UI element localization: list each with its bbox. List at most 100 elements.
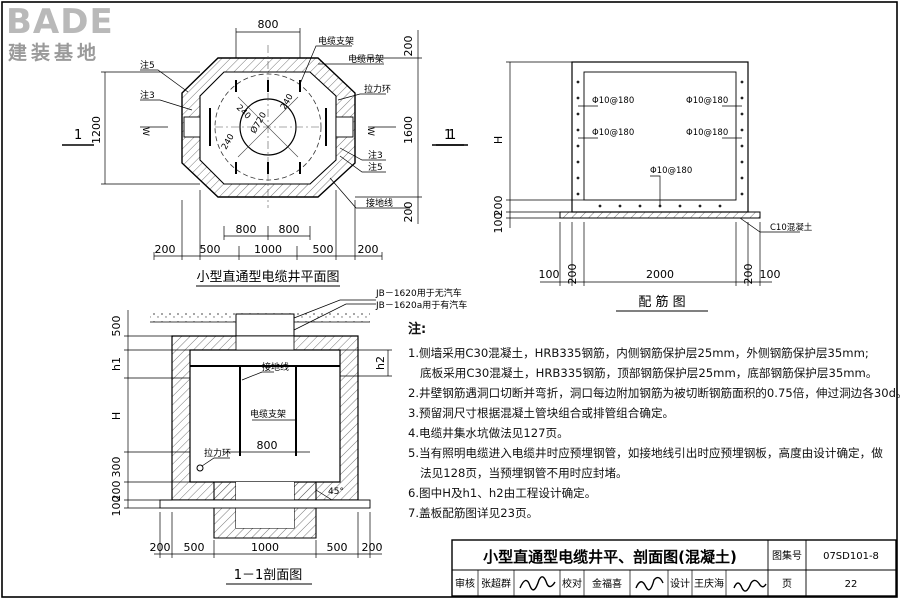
notes-list: 1.侧墙采用C30混凝土，HRB335钢筋，内侧钢筋保护层25mm，外侧钢筋保护… xyxy=(404,343,900,523)
section-dimension-lines xyxy=(124,310,392,558)
rebar-bottom-dim-2: 200 xyxy=(566,264,579,285)
title-block-check-label: 校对 xyxy=(562,577,582,590)
plan-inner-dim-right: 800 xyxy=(279,223,300,236)
plan-bottom-right-dim: 200 xyxy=(402,202,415,223)
section-label-pulling-ring: 拉力环 xyxy=(204,447,231,459)
title-block-design-label: 设计 xyxy=(670,577,690,590)
plan-label-cable-bracket: 电缆支架 xyxy=(318,35,354,47)
note-line: 6.图中H及h1、h2由工程设计确定。 xyxy=(408,486,597,500)
rebar-bottom-dim-3: 2000 xyxy=(646,268,674,281)
rebar-bar-label-1: Φ10@180 xyxy=(592,96,634,106)
section-view: JB－1620用于无汽车 JB－1620a用于有汽车 接地线 电缆支架 拉力环 … xyxy=(110,287,467,585)
rebar-h-label: H xyxy=(492,136,505,144)
plan-left-dim: 1200 xyxy=(90,116,103,144)
section-bottom-dim-2: 500 xyxy=(184,541,205,554)
title-block-atlas-label: 图集号 xyxy=(772,549,802,562)
rebar-bar-label-5: Φ10@180 xyxy=(650,166,692,176)
rebar-dimension-lines xyxy=(506,61,772,286)
notes-panel: 注: 1.侧墙采用C30混凝土，HRB335钢筋，内侧钢筋保护层25mm，外侧钢… xyxy=(404,318,900,523)
plan-brackets xyxy=(209,80,327,174)
plan-view: 800 200 1200 1600 200 800 800 200 500 10… xyxy=(62,18,464,287)
plan-top-right-dim: 200 xyxy=(402,36,415,57)
rebar-c10-label: C10混凝土 xyxy=(770,222,813,233)
rebar-bar-label-3: Φ10@180 xyxy=(686,96,728,106)
section-neck xyxy=(235,313,295,337)
designer-signature xyxy=(733,579,767,592)
title-block-checker: 金福喜 xyxy=(592,577,622,590)
rebar-dots xyxy=(576,80,744,208)
section-cover-b: JB－1620a用于有汽车 xyxy=(375,299,467,311)
plan-label-cable-hook: 电缆吊架 xyxy=(348,53,384,65)
plan-label-pulling-ring: 拉力环 xyxy=(364,83,391,95)
rebar-bottom-dim-5: 100 xyxy=(760,268,781,281)
note-line: 底板采用C30混凝土，HRB335钢筋，顶部钢筋保护层25mm，底部钢筋保护层3… xyxy=(420,366,878,380)
plan-bottom-dim-1: 200 xyxy=(155,243,176,256)
section-left-dim-h1: h1 xyxy=(110,357,123,371)
title-block-review-label: 审核 xyxy=(455,577,475,590)
plan-dimension-lines xyxy=(101,28,422,260)
rebar-view: Φ10@180 Φ10@180 Φ10@180 Φ10@180 Φ10@180 … xyxy=(436,61,813,312)
section-bottom-dim-4: 500 xyxy=(327,541,348,554)
bade-logo: BADE 建装基地 xyxy=(6,4,136,68)
section-left-dim-h: H xyxy=(110,412,123,420)
section-left-dim-300: 300 xyxy=(110,457,123,478)
plan-title: 小型直通型电缆井平面图 xyxy=(196,269,339,285)
section-base-c10 xyxy=(159,499,371,509)
plan-bottom-dim-5: 200 xyxy=(358,243,379,256)
note-line: 2.井壁钢筋遇洞口切断并弯折，洞口每边附加钢筋为被切断钢筋面积的0.75倍，伸过… xyxy=(408,386,900,400)
plan-top-dim: 800 xyxy=(258,18,279,31)
plan-section-mark-right: 1 xyxy=(444,128,452,143)
plan-diagonal-b xyxy=(237,96,299,158)
plan-label-note3-b: 注3 xyxy=(368,149,383,161)
title-block-page-label: 页 xyxy=(782,578,792,590)
title-block-atlas-no: 07SD101-8 xyxy=(823,551,879,562)
title-block-designer: 王庆海 xyxy=(694,577,724,590)
plan-label-note5-b: 注5 xyxy=(368,161,383,173)
note-line: 7.盖板配筋图详见23页。 xyxy=(408,506,539,520)
rebar-base xyxy=(559,211,761,219)
section-left-dim-100: 100 xyxy=(110,496,123,517)
section-brackets xyxy=(239,366,297,456)
title-block-page-no: 22 xyxy=(845,579,858,590)
section-left-dim-500: 500 xyxy=(110,316,123,337)
title-block-reviewer: 张超群 xyxy=(481,577,511,590)
rebar-bar-label-2: Φ10@180 xyxy=(592,128,634,138)
rebar-bar-label-4: Φ10@180 xyxy=(686,128,728,138)
note-line: 5.当有照明电缆进入电缆井时应预埋钢管，如接地线引出时应预埋钢板，高度由设计确定… xyxy=(408,446,883,460)
rebar-bottom-dim-1: 100 xyxy=(539,268,560,281)
section-leaders xyxy=(201,299,376,467)
section-label-cable-bracket: 电缆支架 xyxy=(250,408,286,420)
plan-label-note5-a: 注5 xyxy=(140,59,155,71)
section-angle-label: 45° xyxy=(328,487,344,497)
section-left-dim-200: 200 xyxy=(110,481,123,502)
title-block-title: 小型直通型电缆井平、剖面图(混凝土) xyxy=(483,548,737,566)
plan-right-dim: 1600 xyxy=(402,116,415,144)
note-line: 3.预留洞尺寸根据混凝土管块组合或排管组合确定。 xyxy=(408,406,675,420)
logo-wordmark: BADE xyxy=(6,2,114,42)
reviewer-signature xyxy=(519,576,556,591)
section-inner-dim: 800 xyxy=(257,439,278,452)
plan-w-right: W xyxy=(365,127,375,136)
rebar-section-mark: 1 xyxy=(448,128,456,143)
section-label-ground-wire: 接地线 xyxy=(262,361,289,373)
section-bottom-dim-5: 200 xyxy=(362,541,383,554)
note-line: 4.电缆井集水坑做法见127页。 xyxy=(408,426,569,440)
signature-marks xyxy=(519,576,767,592)
plan-bottom-dim-3: 1000 xyxy=(254,243,282,256)
section-neck-opening xyxy=(235,335,295,351)
section-bottom-dim-3: 1000 xyxy=(251,541,279,554)
notes-heading: 注: xyxy=(408,322,427,337)
rebar-title: 配 筋 图 xyxy=(638,294,685,310)
note-line: 法见128页，当预埋钢管不用时应封堵。 xyxy=(420,466,628,480)
plan-label-ground-wire: 接地线 xyxy=(366,197,393,209)
section-pulling-ring xyxy=(196,464,204,472)
plan-w-left: W xyxy=(140,127,150,136)
section-h2-label: h2 xyxy=(374,356,387,370)
note-line: 1.侧墙采用C30混凝土，HRB335钢筋，内侧钢筋保护层25mm，外侧钢筋保护… xyxy=(408,346,869,360)
plan-side-hole-left xyxy=(183,116,201,138)
logo-subtitle: 建装基地 xyxy=(8,42,101,64)
section-bottom-dim-1: 200 xyxy=(150,541,171,554)
plan-label-note3-a: 注3 xyxy=(140,89,155,101)
